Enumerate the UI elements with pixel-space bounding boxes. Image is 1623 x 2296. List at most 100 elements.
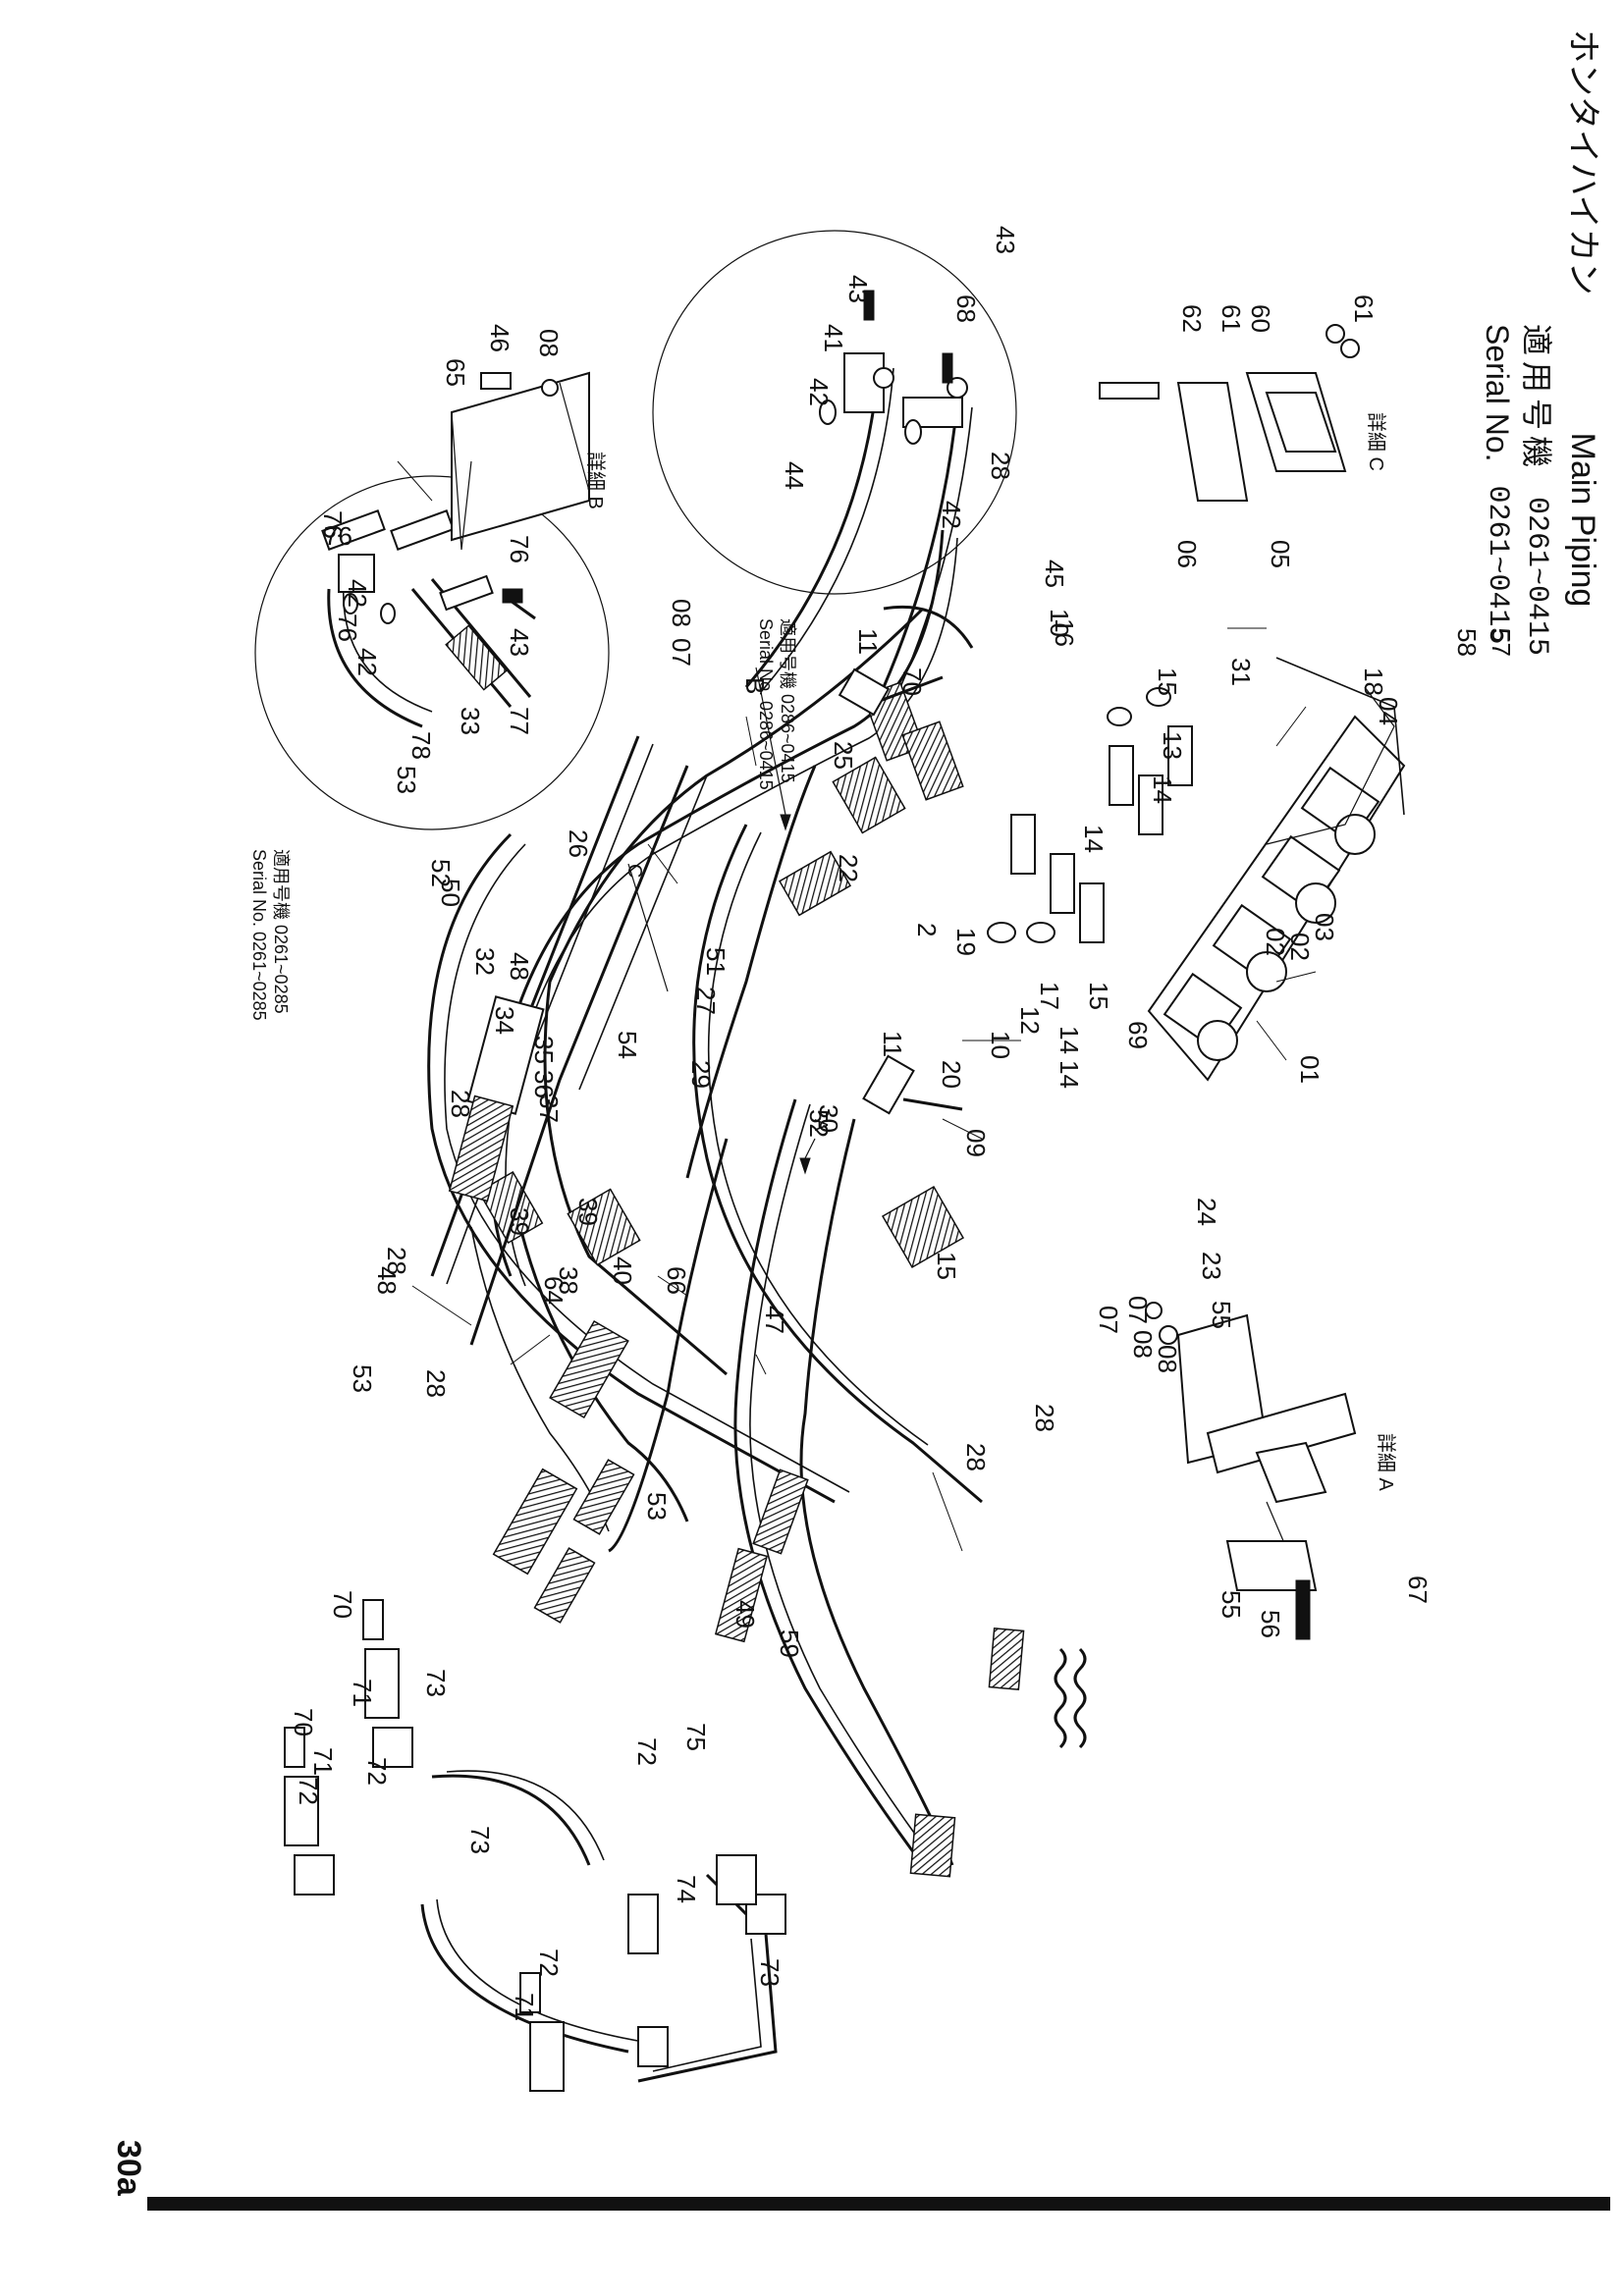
callout-51: 51: [701, 947, 730, 976]
detail-a-caption: 詳細 A: [1375, 1433, 1397, 1492]
callout-73: 73: [421, 1669, 451, 1697]
callout-27: 27: [691, 987, 721, 1015]
callout-07: 07: [667, 638, 696, 667]
callout-67: 67: [1403, 1575, 1433, 1604]
part-label-61: 61: [1217, 304, 1246, 333]
callout-22: 22: [834, 854, 863, 882]
callout-23: 23: [1197, 1252, 1226, 1280]
inset-right-jp: 適用号機 0286~0415: [778, 618, 797, 783]
callout-28: 28: [961, 1443, 991, 1471]
callout-14: 14: [1148, 775, 1177, 804]
part-label-08: 08: [534, 329, 564, 357]
callout-48: 48: [372, 1266, 402, 1295]
marker-b: B: [740, 677, 770, 694]
part-label-77: 77: [505, 707, 534, 735]
callout-53: 53: [348, 1364, 377, 1393]
callout-38: 38: [554, 1266, 583, 1295]
marker-c: C: [623, 864, 645, 878]
callout-52: 52: [426, 859, 456, 887]
callout-71: 71: [308, 1747, 338, 1776]
inset-left-elbow: [338, 554, 375, 593]
callout-70: 70: [289, 1708, 318, 1736]
callout-54: 54: [613, 1031, 642, 1059]
control-valve: [1147, 657, 1406, 1082]
callout-59: 59: [775, 1629, 804, 1658]
callout-66: 66: [662, 1266, 691, 1295]
callout-72: 72: [632, 1737, 662, 1766]
part-label-76: 76: [333, 614, 362, 642]
callout-52: 52: [804, 1109, 834, 1138]
callout-01: 01: [1295, 1055, 1325, 1084]
part-label-65: 65: [441, 358, 470, 387]
detail-c-clamp: [1099, 324, 1360, 502]
marker-labels: B A C: [623, 677, 831, 1131]
part-label-56: 56: [1256, 1610, 1285, 1638]
callout-74: 74: [672, 1875, 701, 1903]
callout-45: 45: [1040, 560, 1069, 588]
part-label-76: 76: [505, 535, 534, 563]
inset-right: [652, 230, 1017, 693]
callout-04: 04: [1374, 697, 1403, 725]
inset-right-circle: [652, 230, 1017, 595]
callout-53: 53: [392, 766, 421, 794]
part-label-41: 41: [819, 324, 848, 352]
callout-36: 36: [529, 1070, 559, 1098]
callout-25: 25: [829, 741, 858, 770]
callout-75: 75: [681, 1723, 711, 1751]
callout-49: 49: [730, 1600, 760, 1629]
part-label-61: 61: [1349, 294, 1379, 323]
callout-16: 16: [1050, 618, 1079, 647]
callout-47: 47: [760, 1306, 789, 1334]
part-label-42: 42: [937, 501, 966, 529]
callout-labels: 0102020304050607070808091010111112131414…: [289, 226, 1516, 2021]
callout-53: 53: [642, 1492, 672, 1521]
callout-15: 15: [932, 1252, 961, 1280]
callout-26: 26: [564, 829, 593, 858]
rigid-pipes: [430, 735, 708, 1624]
inset-captions: 適用号機 0261~0285 Serial No. 0261~0285 適用号機…: [249, 618, 797, 1021]
callout-73: 73: [465, 1826, 495, 1854]
callout-35: 35: [529, 1036, 559, 1064]
inset-left: [254, 475, 610, 830]
callout-70: 70: [897, 667, 927, 696]
detail-captions: 詳細 B 詳細 C 詳細 A: [584, 412, 1397, 1492]
callout-14: 14: [1079, 825, 1109, 853]
callout-48: 48: [505, 952, 534, 981]
callout-71: 71: [348, 1679, 377, 1707]
callout-72: 72: [294, 1777, 323, 1805]
part-label-42: 42: [804, 378, 834, 406]
callout-10: 10: [986, 1031, 1015, 1059]
callout-09: 09: [961, 1129, 991, 1157]
part-label-43: 43: [843, 275, 873, 303]
callout-02: 02: [1285, 933, 1315, 961]
callout-64: 64: [539, 1276, 568, 1305]
callout-39: 39: [505, 1207, 534, 1236]
callout-13: 13: [1158, 731, 1187, 760]
callout-05: 05: [1266, 540, 1295, 568]
callout-2: 2: [912, 923, 942, 936]
callout-33: 33: [456, 707, 485, 735]
part-label-76: 76: [318, 510, 348, 539]
part-label-55: 55: [1217, 1590, 1246, 1619]
callout-20: 20: [937, 1060, 966, 1089]
markers: [627, 667, 816, 1175]
callout-72: 72: [362, 1757, 392, 1786]
callout-73: 73: [755, 1958, 784, 1987]
callout-40: 40: [608, 1256, 637, 1285]
callout-12: 12: [1015, 1006, 1045, 1035]
callout-14: 14: [1055, 1060, 1084, 1089]
part-label-07: 07: [1123, 1296, 1153, 1324]
callout-31: 31: [1226, 658, 1256, 686]
callout-58: 58: [1452, 628, 1482, 657]
gauge-assembly: [284, 1599, 786, 2092]
leaders: [397, 460, 1317, 1552]
callout-32: 32: [470, 947, 500, 976]
callout-03: 03: [1310, 913, 1339, 941]
part-label-60: 60: [1246, 304, 1275, 333]
callout-19: 19: [951, 928, 981, 956]
callout-10: 10: [1045, 609, 1074, 637]
callout-24: 24: [1192, 1198, 1221, 1226]
callout-37: 37: [534, 1095, 564, 1123]
part-label-42: 42: [343, 579, 372, 608]
part-label-08: 08: [1153, 1345, 1182, 1373]
